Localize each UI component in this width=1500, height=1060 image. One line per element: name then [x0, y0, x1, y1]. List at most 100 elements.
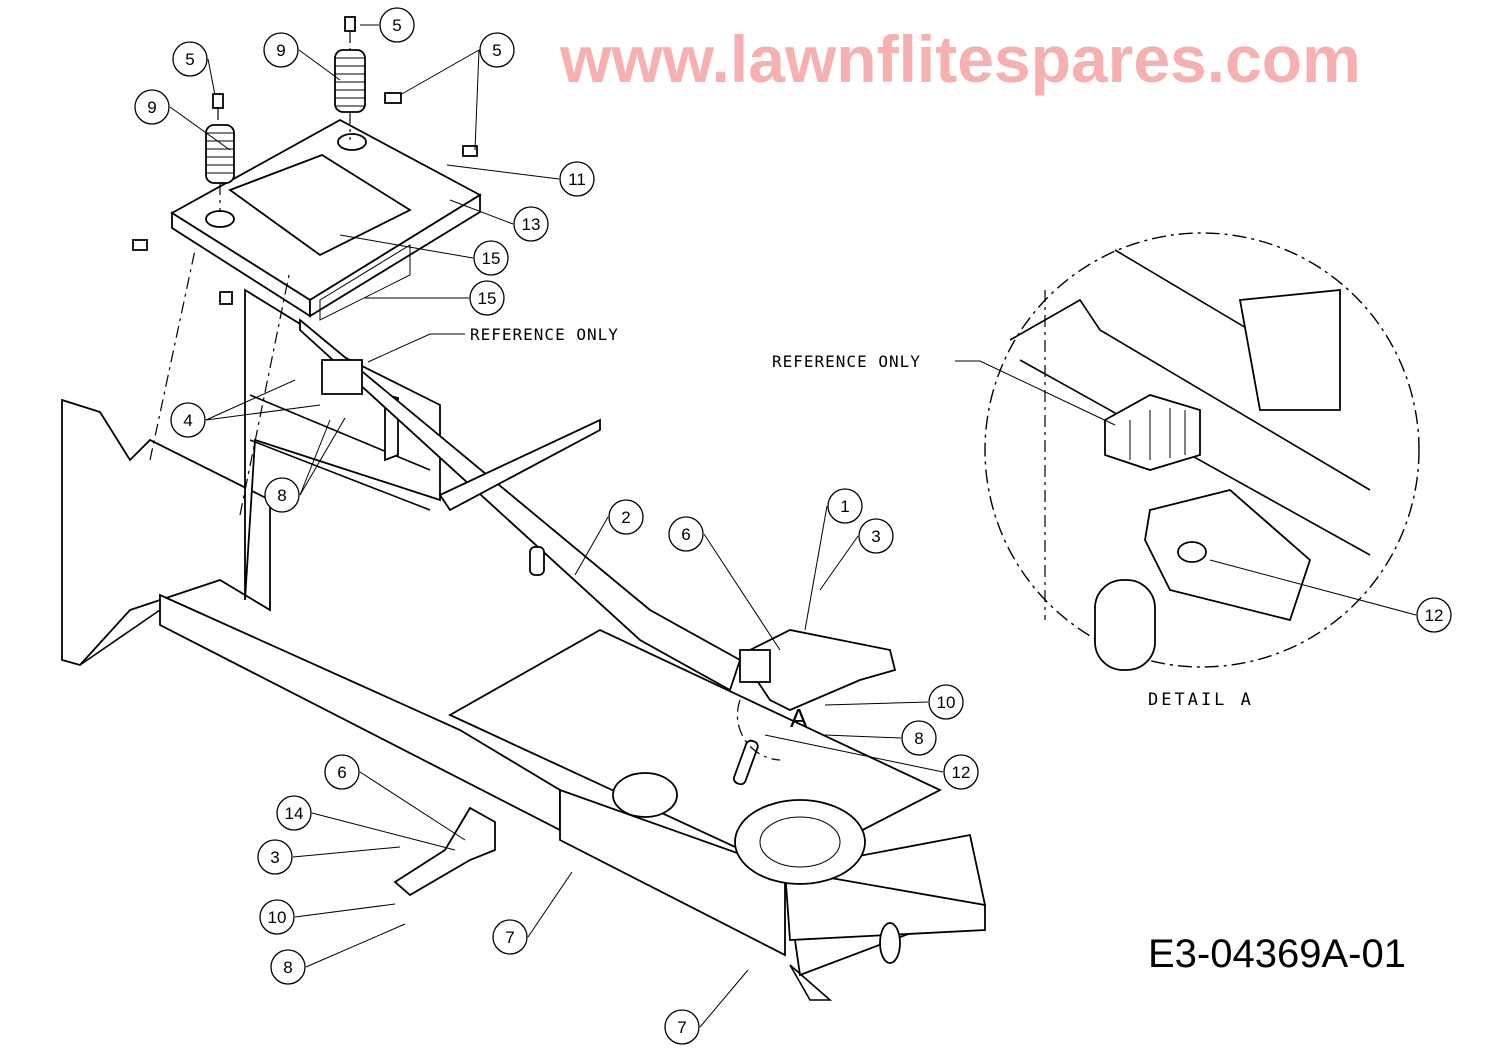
callout-5: 5	[360, 7, 415, 43]
leader-line	[699, 969, 749, 1028]
callout-number: 10	[268, 908, 287, 927]
callout-number: 3	[871, 527, 880, 546]
callout-4: 4	[170, 379, 321, 438]
callout-8: 8	[824, 720, 937, 756]
callout-15: 15	[365, 280, 505, 316]
callout-circle	[608, 499, 644, 535]
leader-line	[449, 199, 514, 225]
callout-7: 7	[492, 871, 573, 955]
callout-number: 5	[392, 16, 401, 35]
callout-number: 6	[681, 525, 690, 544]
leader-line	[339, 234, 474, 259]
callout-circle	[259, 899, 295, 935]
callout-number: 5	[185, 50, 194, 69]
springs	[132, 16, 478, 305]
watermark: www.lawnflitespares.com	[559, 22, 1361, 96]
leader-line	[804, 505, 828, 631]
callout-6: 6	[324, 754, 466, 841]
callout-circle	[257, 839, 293, 875]
callout-12: 12	[1209, 559, 1452, 633]
tractor-frame	[61, 249, 987, 1001]
leader-line	[305, 923, 406, 968]
detail-a	[984, 232, 1420, 671]
callout-circle	[858, 518, 894, 554]
seat-pan	[170, 118, 482, 321]
callout-1: 1	[804, 488, 863, 631]
leader-line	[311, 812, 456, 851]
callout-number: 8	[914, 729, 923, 748]
leader-line	[205, 379, 296, 421]
callout-circle	[270, 949, 306, 985]
callout-7: 7	[664, 969, 749, 1045]
callout-10: 10	[824, 684, 964, 720]
leader-line	[299, 419, 331, 496]
callout-number: 12	[952, 763, 971, 782]
leader-line	[703, 533, 781, 651]
callout-15: 15	[339, 234, 509, 276]
callout-circle	[172, 41, 208, 77]
callout-number: 12	[1425, 606, 1444, 625]
callout-number: 5	[492, 41, 501, 60]
callout-circle	[264, 477, 300, 513]
leader-line	[824, 734, 902, 739]
callout-3: 3	[257, 839, 401, 875]
callout-number: 3	[270, 848, 279, 867]
leader-line	[299, 417, 346, 496]
callout-3: 3	[819, 518, 894, 591]
pedal-bracket	[738, 629, 897, 711]
callout-circle	[943, 754, 979, 790]
callout-number: 8	[283, 958, 292, 977]
callout-number: 9	[276, 41, 285, 60]
callout-5: 5	[399, 32, 515, 151]
callout-number: 15	[482, 249, 501, 268]
seat-switch-reference	[321, 359, 363, 395]
leader-line	[205, 404, 321, 421]
callout-number: 7	[505, 928, 514, 947]
callout-8: 8	[270, 923, 406, 985]
leader-line	[819, 535, 859, 591]
callout-circle	[170, 402, 206, 438]
leader-line	[298, 49, 341, 81]
callout-circle	[559, 161, 595, 197]
callout-circle	[928, 684, 964, 720]
callout-circle	[492, 919, 528, 955]
callout-number: 4	[183, 411, 192, 430]
callout-number: 7	[677, 1018, 686, 1037]
callout-circle	[1416, 597, 1452, 633]
callout-2: 2	[574, 499, 644, 576]
leader-line	[1209, 559, 1417, 616]
callout-circle	[668, 516, 704, 552]
callout-13: 13	[449, 199, 549, 242]
callout-10: 10	[259, 899, 396, 935]
callout-9: 9	[263, 32, 341, 81]
callout-circle	[827, 488, 863, 524]
callout-circle	[263, 32, 299, 68]
callout-number: 8	[277, 486, 286, 505]
callout-9: 9	[134, 89, 231, 151]
callout-5: 5	[172, 41, 216, 96]
leader-line	[474, 49, 480, 151]
callout-number: 13	[522, 215, 541, 234]
leader-line	[207, 58, 216, 96]
detail-a-title: DETAIL A	[1148, 690, 1254, 710]
callout-number: 11	[568, 170, 586, 189]
drawing-code: E3-04369A-01	[1148, 932, 1406, 976]
leader-line	[169, 106, 231, 151]
callout-number: 6	[337, 763, 346, 782]
leader-line	[574, 516, 609, 576]
callout-circle	[324, 754, 360, 790]
callout-number: 2	[621, 508, 630, 527]
reference-only-detail-label: REFERENCE ONLY	[772, 352, 921, 371]
callout-circle	[379, 7, 415, 43]
callout-circle	[134, 89, 170, 125]
leader-line	[446, 164, 560, 180]
callout-circle	[473, 240, 509, 276]
callout-6: 6	[668, 516, 781, 651]
callout-circle	[469, 280, 505, 316]
callout-circle	[276, 795, 312, 831]
callout-11: 11	[446, 161, 595, 197]
callout-circle	[479, 32, 515, 68]
callout-number: 9	[147, 98, 156, 117]
callout-circle	[513, 206, 549, 242]
